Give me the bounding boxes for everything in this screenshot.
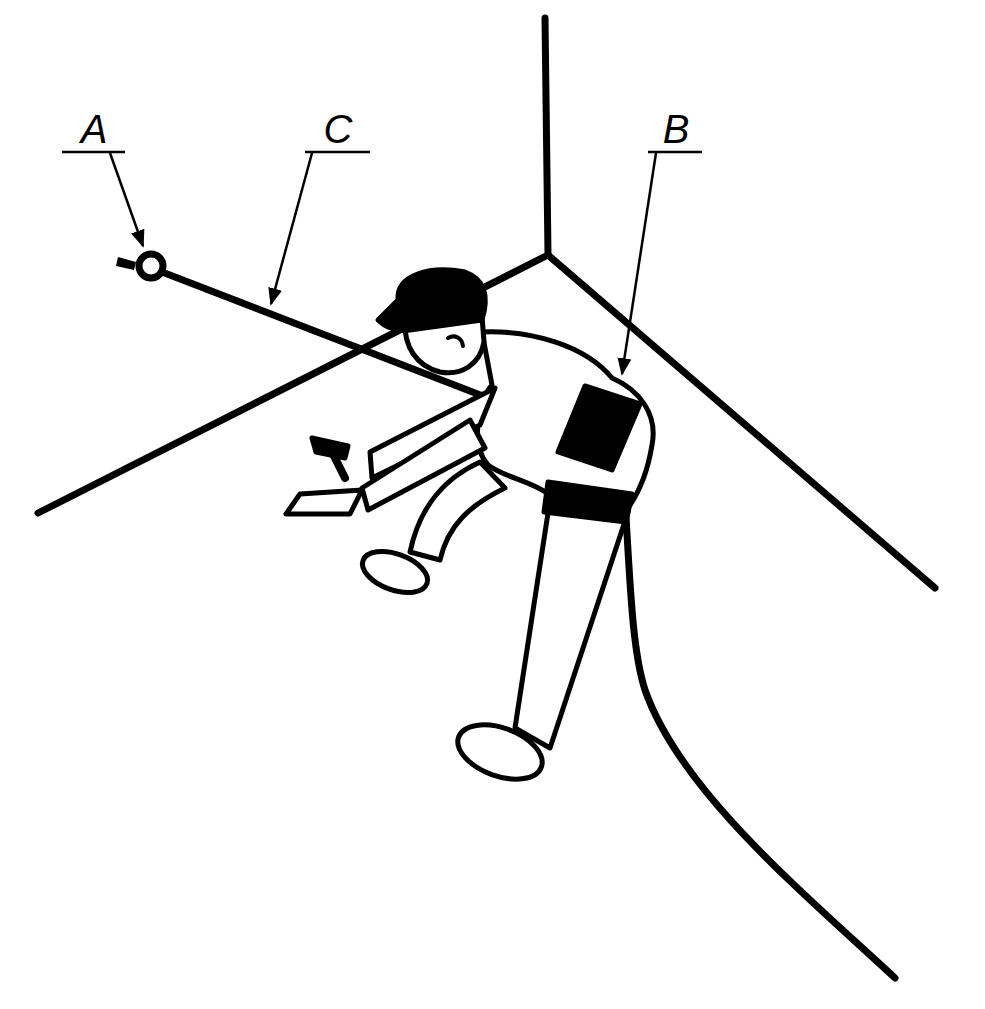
anchor-point [116, 254, 163, 278]
worker-figure [286, 270, 653, 790]
rope [625, 500, 895, 978]
leader-lines [62, 152, 702, 374]
part-label: A [81, 109, 108, 149]
part-label: B [663, 109, 690, 149]
part-label: C [324, 109, 353, 149]
wall-edge [38, 18, 548, 513]
